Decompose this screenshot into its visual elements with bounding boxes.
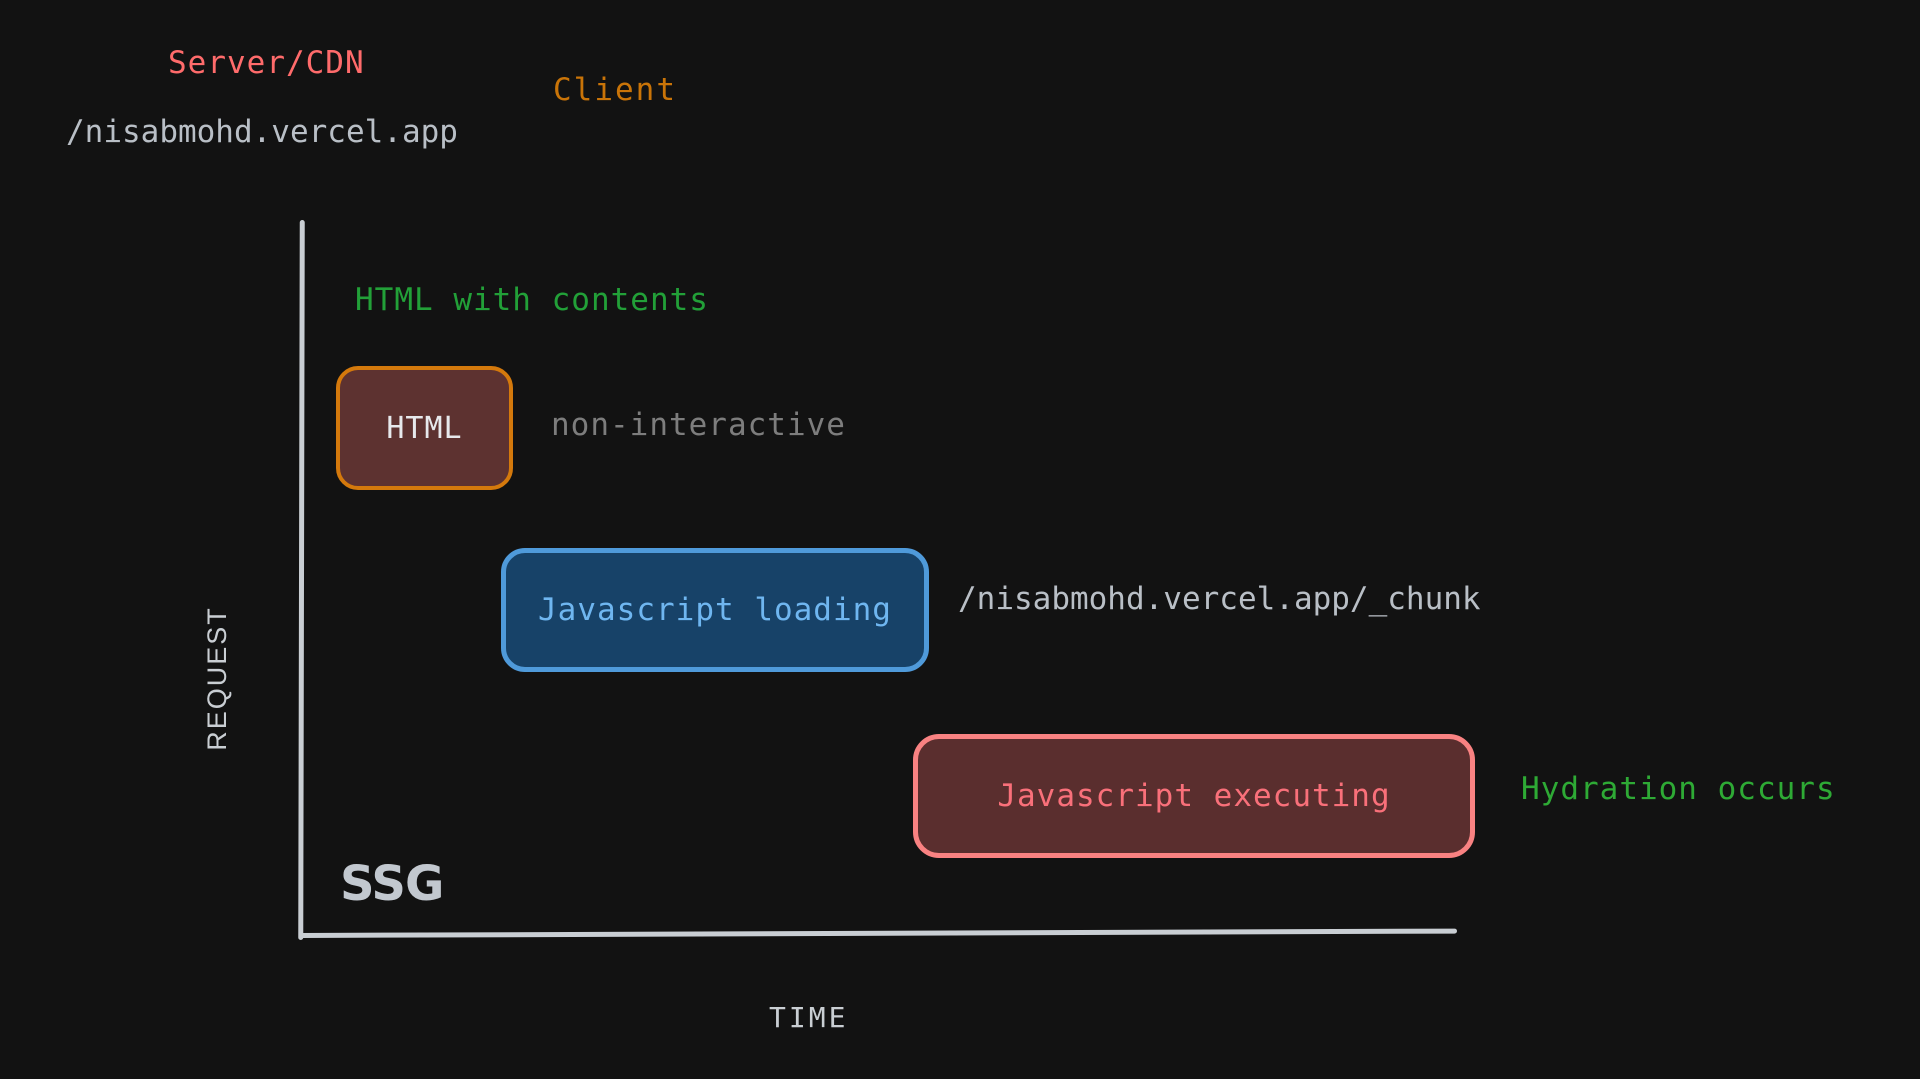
legend-label-client: Client xyxy=(553,72,677,108)
x-axis-line xyxy=(298,928,1458,938)
legend-label-server-cdn: Server/CDN xyxy=(168,45,365,81)
caption-hydration-occurs: Hydration occurs xyxy=(1521,771,1836,807)
y-axis-label: REQUEST xyxy=(201,606,232,751)
x-axis-label: TIME xyxy=(769,1001,849,1034)
caption-non-interactive: non-interactive xyxy=(551,407,846,443)
phase-box-javascript-executing[interactable]: Javascript executing xyxy=(913,734,1475,858)
request-url-chunk: /nisabmohd.vercel.app/_chunk xyxy=(958,581,1481,617)
caption-html-with-contents: HTML with contents xyxy=(355,282,709,318)
phase-box-html[interactable]: HTML xyxy=(336,366,513,490)
request-url-root: /nisabmohd.vercel.app xyxy=(66,114,458,150)
y-axis-line xyxy=(298,219,305,941)
phase-box-javascript-loading[interactable]: Javascript loading xyxy=(501,548,929,672)
page-title: SSG xyxy=(340,856,444,912)
